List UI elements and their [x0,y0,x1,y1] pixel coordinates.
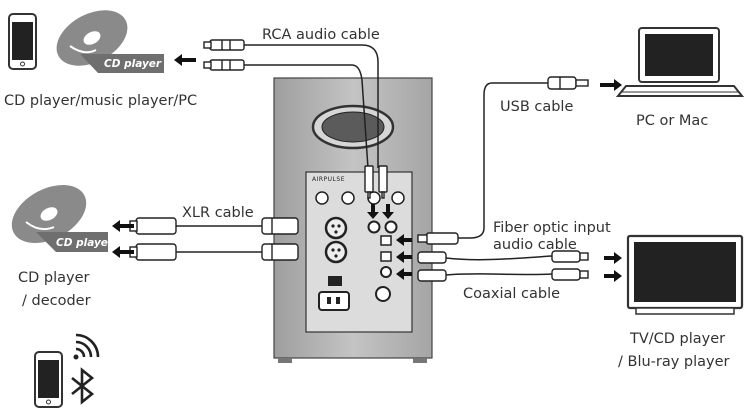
rca-cable-label: RCA audio cable [262,27,380,43]
cd-player-icon: CD player [11,185,114,252]
usb-port [380,235,392,246]
phone-icon [8,13,37,70]
cd-player-badge: CD player [56,237,114,249]
dc-socket [375,286,391,302]
coaxial-cable-label: Coaxial cable [463,286,561,302]
cd-player-icon: CD player [56,10,164,73]
xlr-plugs [129,217,299,261]
laptop-icon [615,27,745,97]
xlr-cable-label: XLR cable [182,205,254,221]
wifi-icon [73,333,100,360]
fiber-cable-label-line2: audio cable [493,237,577,253]
arrow-icon [382,204,394,219]
phone-icon [34,351,63,408]
cd-decoder-label-line1: CD player [18,270,90,286]
monitor-icon [626,234,744,315]
arrow-icon [367,204,379,219]
coaxial-port [380,266,392,278]
arrow-icon [396,251,412,263]
fiber-coax-plugs [417,250,589,282]
fiber-cable-label-line1: Fiber optic input [493,220,611,236]
arrow-icon [174,54,196,66]
speaker: AIRPULSE [273,77,433,363]
knob [341,191,355,205]
fiber-cable-line [445,255,553,261]
rca-jack [367,220,381,234]
rear-panel: AIRPULSE [305,171,413,333]
arrow-icon [112,220,134,232]
knob [391,191,405,205]
cables [176,44,553,276]
arrow-icon [604,270,622,282]
arrow-icon [112,246,134,258]
pc-mac-label: PC or Mac [636,113,709,129]
arrow-icon [396,234,412,246]
coaxial-cable-line [445,273,553,276]
cd-decoder-label-line2: / decoder [22,293,91,309]
rca-cable-line [244,64,369,169]
tv-label-line2: / Blu-ray player [618,354,730,370]
cd-player-badge: CD player [104,58,162,70]
arrows [112,54,622,282]
rca-jack [384,220,398,234]
usb-plug [417,76,589,245]
speaker-brand-label: AIRPULSE [312,176,345,183]
tv-label-line1: TV/CD player [630,331,726,347]
xlr-jack [324,216,348,240]
arrow-icon [600,79,622,91]
optical-port [380,251,392,262]
cd-music-pc-label: CD player/music player/PC [4,93,198,109]
arrow-icon [604,252,622,264]
bluetooth-icon [71,367,95,405]
xlr-jack [324,240,348,264]
bass-port [311,104,395,150]
arrow-icon [396,268,412,280]
rca-cable-line [244,44,379,168]
usb-cable-label: USB cable [500,99,574,115]
usb-cable-line [458,82,548,239]
power-switch [328,276,342,286]
knob [315,191,329,205]
power-socket [318,291,350,311]
rca-plug-left-device [203,39,245,71]
rca-plug-speaker [364,165,388,199]
